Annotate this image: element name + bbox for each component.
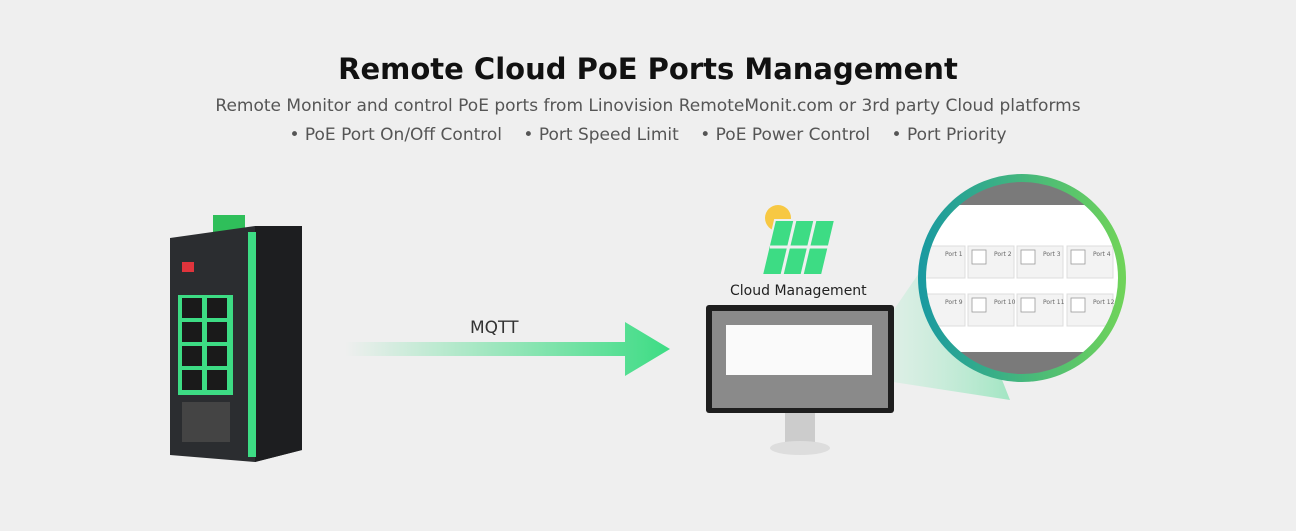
subtitle: Remote Monitor and control PoE ports fro…	[215, 96, 1081, 116]
feature-list: PoE Port On/Off Control Port Speed Limit…	[0, 125, 1296, 145]
feature-item: PoE Port On/Off Control	[289, 125, 502, 145]
port-label: Port 3	[1043, 251, 1061, 258]
port-label: Port 12	[1093, 299, 1115, 306]
port-label: Port 10	[994, 299, 1016, 306]
arrow-icon	[345, 322, 670, 376]
page-title: Remote Cloud PoE Ports Management	[338, 52, 958, 86]
port-label: Port 11	[1043, 299, 1065, 306]
port-label: Port 4	[1093, 251, 1111, 258]
network-switch-image	[170, 215, 302, 462]
feature-item: Port Speed Limit	[523, 125, 678, 145]
monitor-image	[706, 305, 894, 455]
cloud-management-label: Cloud Management	[730, 283, 867, 299]
solar-sun-icon	[760, 205, 837, 276]
port-label: Port 9	[945, 299, 963, 306]
port-label: Port 2	[994, 251, 1012, 258]
feature-item: Port Priority	[892, 125, 1007, 145]
port-label: Port 1	[945, 251, 963, 258]
feature-item: PoE Power Control	[700, 125, 870, 145]
mqtt-label: MQTT	[470, 318, 519, 338]
